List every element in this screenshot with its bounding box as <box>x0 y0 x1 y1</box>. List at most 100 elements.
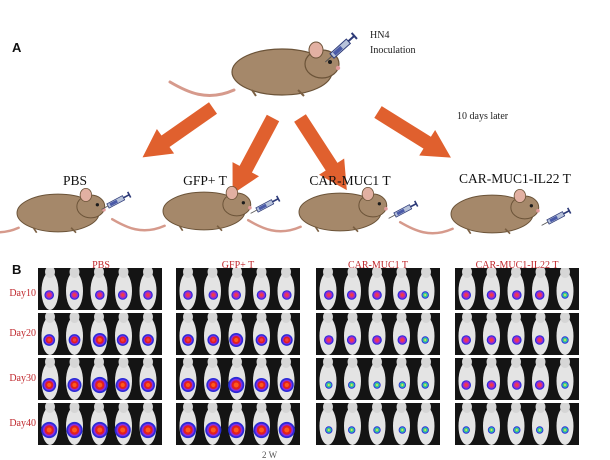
mouse-silhouette <box>344 362 361 400</box>
mouse-head <box>421 403 431 413</box>
mouse-head <box>372 358 382 368</box>
mouse-head <box>143 268 153 278</box>
mouse-head <box>94 358 104 368</box>
signal-spot <box>146 293 150 297</box>
signal-spot <box>464 383 468 387</box>
signal-spot <box>327 384 330 386</box>
imaging-panel-svg <box>458 403 574 445</box>
signal-spot <box>327 429 330 431</box>
signal-spot <box>424 294 427 296</box>
signal-spot <box>375 338 379 342</box>
mouse-head <box>560 358 570 368</box>
mouse-head <box>45 403 55 413</box>
signal-spot <box>120 427 126 433</box>
imaging-panel-day40-2 <box>316 403 440 445</box>
mouse-head <box>281 403 291 413</box>
signal-spot <box>515 383 519 387</box>
mouse-head <box>232 268 242 278</box>
mouse-silhouette <box>319 407 337 445</box>
mouse-silhouette <box>417 317 435 355</box>
signal-spot <box>285 338 289 342</box>
signal-spot <box>375 293 379 297</box>
signal-spot <box>284 427 290 433</box>
mouse-head <box>396 268 407 278</box>
signal-spot <box>72 338 77 342</box>
signal-spot <box>400 338 404 342</box>
mouse-head <box>256 313 267 323</box>
signal-spot <box>350 384 353 386</box>
mouse-head <box>372 268 382 278</box>
mouse-silhouette <box>393 362 410 400</box>
imaging-panel-svg <box>458 268 574 310</box>
imaging-panel-svg <box>319 313 435 355</box>
mouse-head <box>323 313 333 323</box>
signal-spot <box>185 427 191 433</box>
signal-spot <box>211 382 216 388</box>
signal-spot <box>145 382 151 388</box>
imaging-panel-day20-1 <box>176 313 300 355</box>
mouse-silhouette <box>344 407 361 445</box>
imaging-panel-day30-3 <box>455 358 579 400</box>
mouse-head <box>486 358 497 368</box>
imaging-panel-day20-3 <box>455 313 579 355</box>
imaging-panel-day40-0 <box>38 403 162 445</box>
imaging-panel-svg <box>179 313 295 355</box>
signal-spot <box>145 427 151 433</box>
signal-spot <box>350 293 354 297</box>
mouse-head <box>396 313 407 323</box>
mouse-head <box>560 313 570 323</box>
mouse-head <box>143 358 153 368</box>
inoculation-label: HN4 Inoculation <box>370 28 416 58</box>
signal-spot <box>211 338 215 342</box>
mouse-silhouette <box>556 362 574 400</box>
signal-spot <box>327 293 331 297</box>
imaging-panel-svg <box>179 403 295 445</box>
mouse-head <box>281 268 291 278</box>
column-header-car-muc1-il22: CAR-MUC1-IL22 T <box>475 260 559 271</box>
row-label-day40: Day40 <box>9 418 36 429</box>
signal-spot <box>350 338 354 342</box>
signal-spot <box>186 293 190 297</box>
signal-spot <box>210 427 216 433</box>
signal-spot <box>259 382 264 388</box>
mouse-silhouette <box>393 407 410 445</box>
mouse-head <box>323 358 333 368</box>
mouse-silhouette <box>507 407 525 445</box>
signal-spot <box>185 382 191 388</box>
mouse-silhouette <box>556 407 574 445</box>
signal-spot <box>564 339 566 341</box>
panel-b-label: B <box>12 262 22 277</box>
mouse-head <box>535 313 546 323</box>
mouse-head <box>421 358 431 368</box>
imaging-panel-svg <box>41 313 157 355</box>
mouse-silhouette <box>417 407 435 445</box>
signal-spot <box>97 427 103 433</box>
mouse-silhouette <box>483 407 500 445</box>
signal-spot <box>233 427 239 433</box>
mouse-silhouette <box>368 407 386 445</box>
signal-spot <box>538 293 542 297</box>
mouse-silhouette <box>319 362 337 400</box>
signal-spot <box>424 339 427 341</box>
mouse-silhouette <box>458 407 476 445</box>
mouse-head <box>118 268 129 278</box>
signal-spot <box>73 293 76 297</box>
imaging-panel-day10-2 <box>316 268 440 310</box>
signal-spot <box>97 382 103 388</box>
mouse-head <box>45 358 55 368</box>
mouse-head <box>511 268 521 278</box>
mouse-head <box>143 403 153 413</box>
mouse-head <box>183 268 193 278</box>
signal-spot <box>47 338 51 342</box>
signal-spot <box>515 338 519 342</box>
signal-spot <box>465 429 468 431</box>
mouse-head <box>281 313 291 323</box>
row-label-day10: Day10 <box>9 288 36 299</box>
mouse-head <box>281 358 291 368</box>
mouse-silhouette <box>417 362 435 400</box>
signal-spot <box>564 429 566 431</box>
mouse-head <box>347 268 358 278</box>
imaging-panel-svg <box>41 358 157 400</box>
mouse-head <box>69 403 80 413</box>
